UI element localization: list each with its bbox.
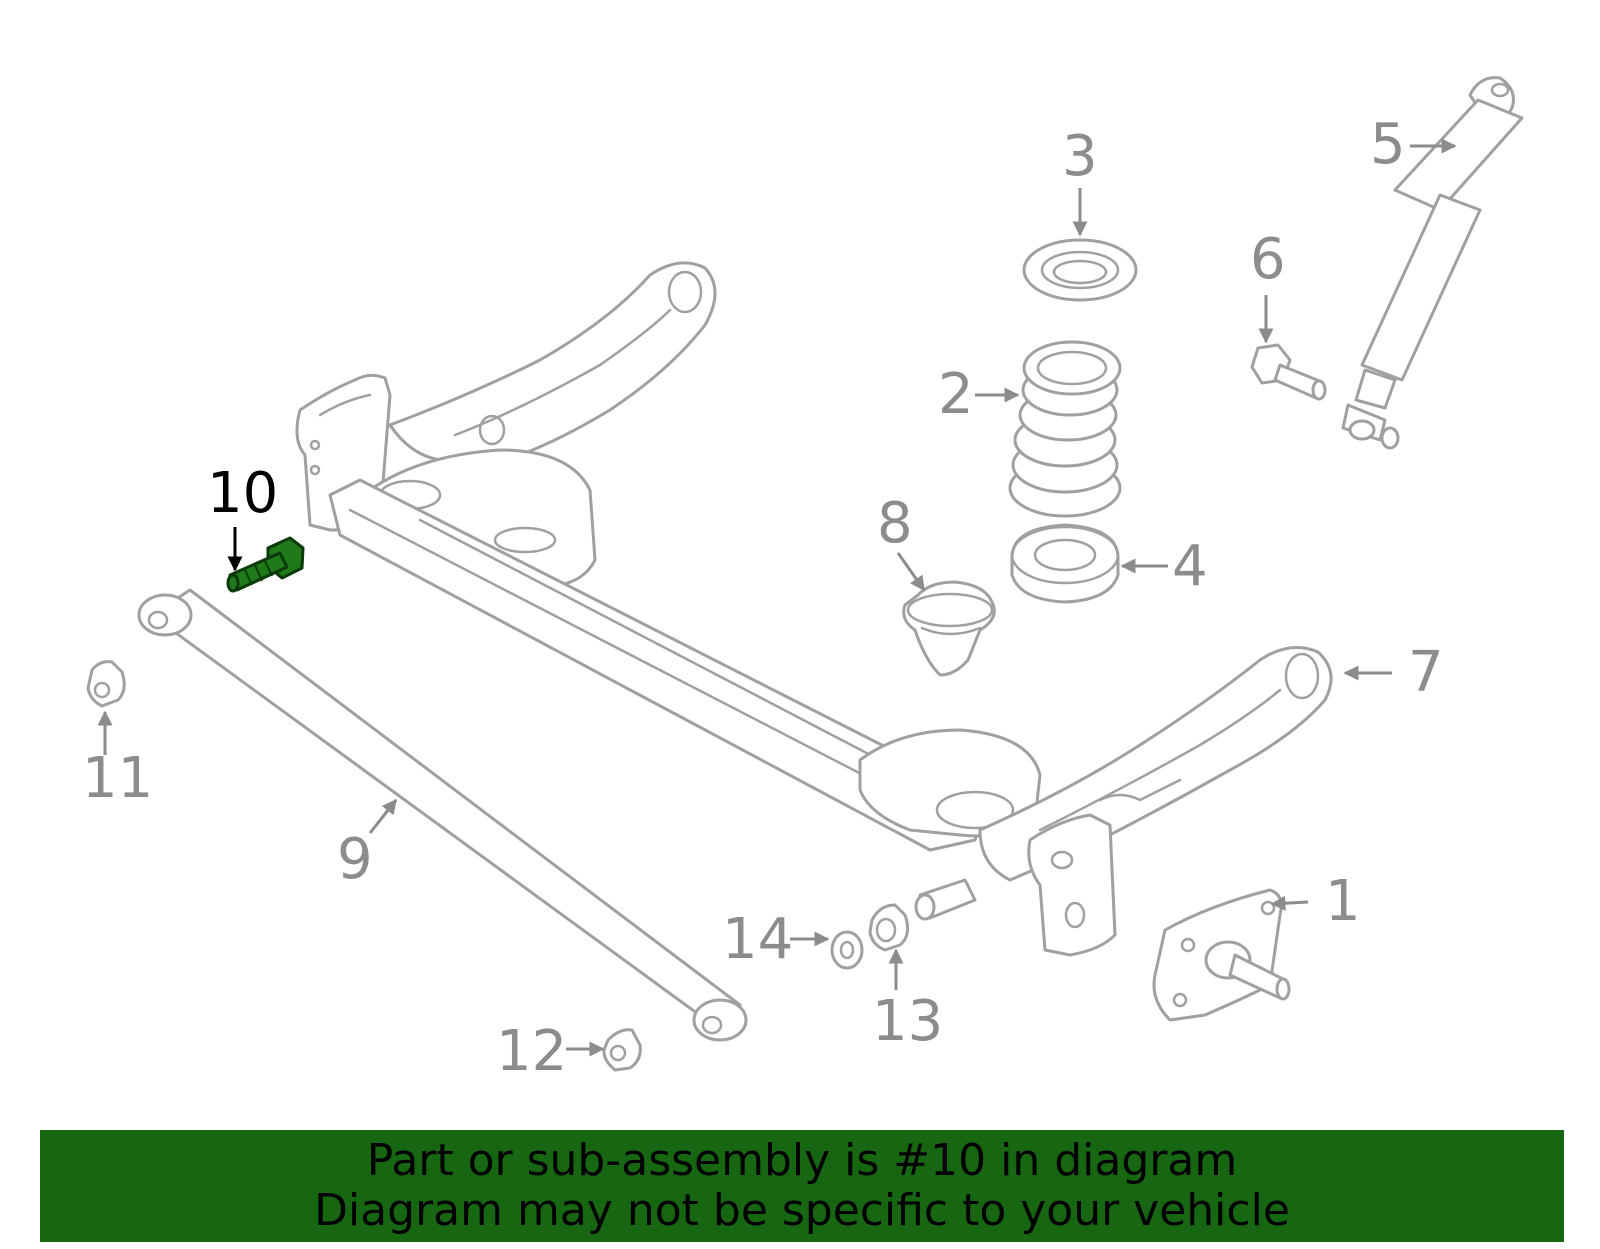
callout-10: 10 — [207, 461, 278, 526]
part-13-bushing — [868, 903, 910, 952]
callout-11: 11 — [82, 746, 153, 811]
callout-7: 7 — [1408, 640, 1444, 705]
leader-lines — [97, 138, 1457, 1057]
part-2-coil-spring — [1008, 340, 1122, 518]
callout-13: 13 — [872, 989, 943, 1054]
part-14-washer — [830, 930, 864, 970]
callout-12: 12 — [496, 1019, 567, 1084]
part-6-bolt — [1250, 343, 1327, 401]
callout-2: 2 — [938, 362, 974, 427]
part-11-bushing — [86, 660, 126, 708]
callout-8: 8 — [877, 491, 913, 556]
rear-axle-beam — [295, 261, 1333, 957]
part-3-upper-spring-seat — [1022, 238, 1138, 302]
banner-line-disclaimer: Diagram may not be specific to your vehi… — [314, 1185, 1290, 1236]
callout-14: 14 — [722, 907, 793, 972]
callout-labels: 1 2 3 4 5 6 7 8 9 10 11 12 13 14 — [82, 112, 1444, 1084]
part-1-spindle — [1152, 888, 1291, 1022]
part-8-bump-stop — [902, 580, 996, 677]
callout-3: 3 — [1062, 124, 1098, 189]
part-10-bolt-highlighted — [226, 536, 305, 593]
callout-1: 1 — [1325, 869, 1361, 934]
callout-4: 4 — [1172, 534, 1208, 599]
banner-line-part-number: Part or sub-assembly is #10 in diagram — [366, 1135, 1238, 1186]
part-5-shock-absorber — [1341, 76, 1524, 450]
part-9-track-bar — [137, 588, 748, 1042]
callout-6: 6 — [1250, 227, 1286, 292]
callout-9: 9 — [337, 827, 373, 892]
info-banner: Part or sub-assembly is #10 in diagram D… — [40, 1130, 1564, 1242]
part-12-nut — [602, 1028, 642, 1072]
part-4-lower-spring-seat — [1010, 523, 1120, 604]
callout-5: 5 — [1370, 112, 1406, 177]
